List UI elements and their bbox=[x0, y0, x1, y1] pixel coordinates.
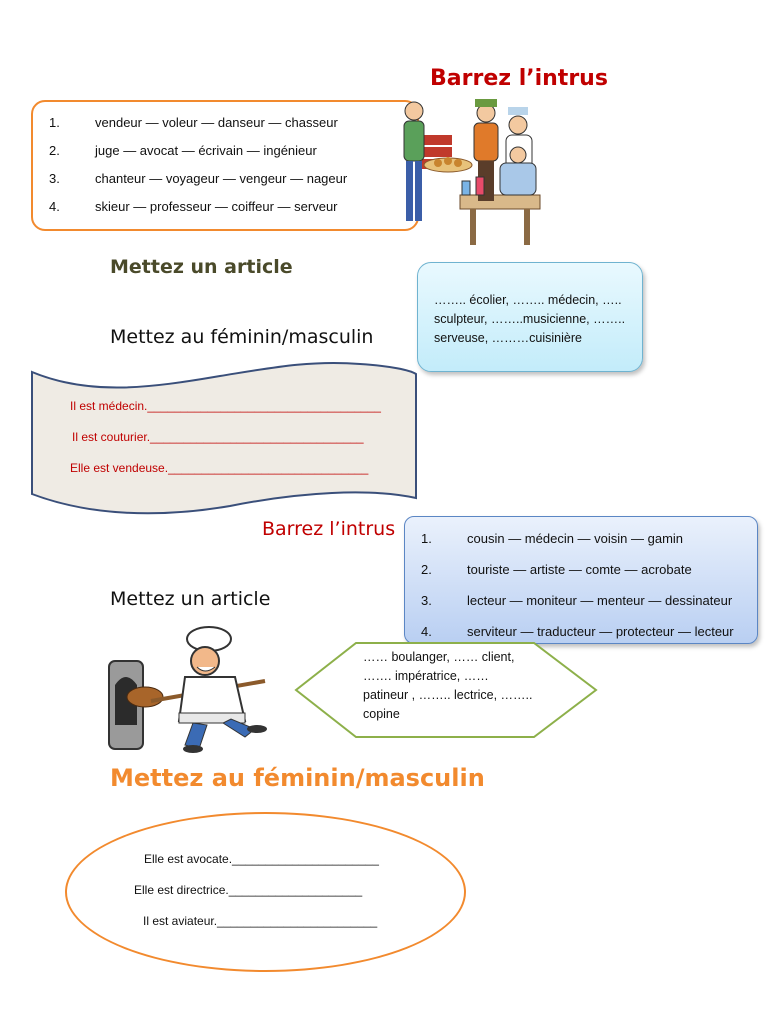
item-number: 3. bbox=[421, 593, 432, 608]
item-number: 4. bbox=[49, 198, 60, 214]
section5-title: Mettez un article bbox=[110, 588, 271, 610]
oval-box bbox=[65, 812, 466, 972]
article-text-1: …….. écolier, …….. médecin, ….. sculpteu… bbox=[434, 293, 626, 345]
item-text: cousin — médecin — voisin — gamin bbox=[467, 531, 684, 546]
item-number: 1. bbox=[49, 114, 60, 130]
item-number: 2. bbox=[421, 562, 432, 577]
fem-line-5: Elle est directrice.____________________ bbox=[134, 883, 363, 897]
intrus-list-2: 1. cousin — médecin — voisin — gamin 2. … bbox=[405, 517, 757, 647]
fem-line-3: Elle est vendeuse.______________________… bbox=[70, 461, 369, 475]
article-text-2: …… boulanger, …… client, ……. impératrice… bbox=[363, 650, 533, 721]
list-item: 1. vendeur — voleur — danseur — chasseur bbox=[49, 108, 417, 136]
list-item: 4. serviteur — traducteur — protecteur —… bbox=[421, 616, 757, 647]
section4-title: Barrez l’intrus bbox=[262, 518, 396, 540]
item-number: 2. bbox=[49, 142, 60, 158]
intrus-list-1: 1. vendeur — voleur — danseur — chasseur… bbox=[33, 102, 417, 220]
article-box-1: …….. écolier, …….. médecin, ….. sculpteu… bbox=[417, 262, 643, 372]
scroll-banner bbox=[31, 361, 417, 515]
item-text: lecteur — moniteur — menteur — dessinate… bbox=[467, 593, 733, 608]
workers-illustration bbox=[403, 99, 541, 245]
fem-line-1: Il est médecin._________________________… bbox=[70, 399, 381, 413]
item-number: 3. bbox=[49, 170, 60, 186]
section2-title: Mettez un article bbox=[110, 256, 293, 278]
baker-illustration bbox=[108, 626, 267, 753]
item-number: 1. bbox=[421, 531, 432, 546]
item-text: vendeur — voleur — danseur — chasseur bbox=[95, 114, 338, 130]
hexagon-shape bbox=[294, 642, 598, 738]
list-item: 1. cousin — médecin — voisin — gamin bbox=[421, 523, 757, 554]
fem-line-6: Il est aviateur.________________________ bbox=[143, 914, 378, 928]
section1-title: Barrez l’intrus bbox=[430, 66, 608, 91]
fem-line-4: Elle est avocate.______________________ bbox=[144, 852, 379, 866]
list-item: 3. lecteur — moniteur — menteur — dessin… bbox=[421, 585, 757, 616]
item-text: juge — avocat — écrivain — ingénieur bbox=[95, 142, 317, 158]
section3-title: Mettez au féminin/masculin bbox=[110, 326, 374, 348]
fem-line-2: Il est couturier._______________________… bbox=[72, 430, 364, 444]
list-item: 2. touriste — artiste — comte — acrobate bbox=[421, 554, 757, 585]
section6-title: Mettez au féminin/masculin bbox=[110, 764, 485, 792]
list-item: 4. skieur — professeur — coiffeur — serv… bbox=[49, 192, 417, 220]
intrus-box-1: 1. vendeur — voleur — danseur — chasseur… bbox=[31, 100, 419, 231]
item-text: touriste — artiste — comte — acrobate bbox=[467, 562, 692, 577]
item-text: skieur — professeur — coiffeur — serveur bbox=[95, 198, 338, 214]
item-text: chanteur — voyageur — vengeur — nageur bbox=[95, 170, 348, 186]
item-number: 4. bbox=[421, 624, 432, 639]
list-item: 2. juge — avocat — écrivain — ingénieur bbox=[49, 136, 417, 164]
item-text: serviteur — traducteur — protecteur — le… bbox=[467, 624, 734, 639]
list-item: 3. chanteur — voyageur — vengeur — nageu… bbox=[49, 164, 417, 192]
intrus-box-2: 1. cousin — médecin — voisin — gamin 2. … bbox=[404, 516, 758, 644]
